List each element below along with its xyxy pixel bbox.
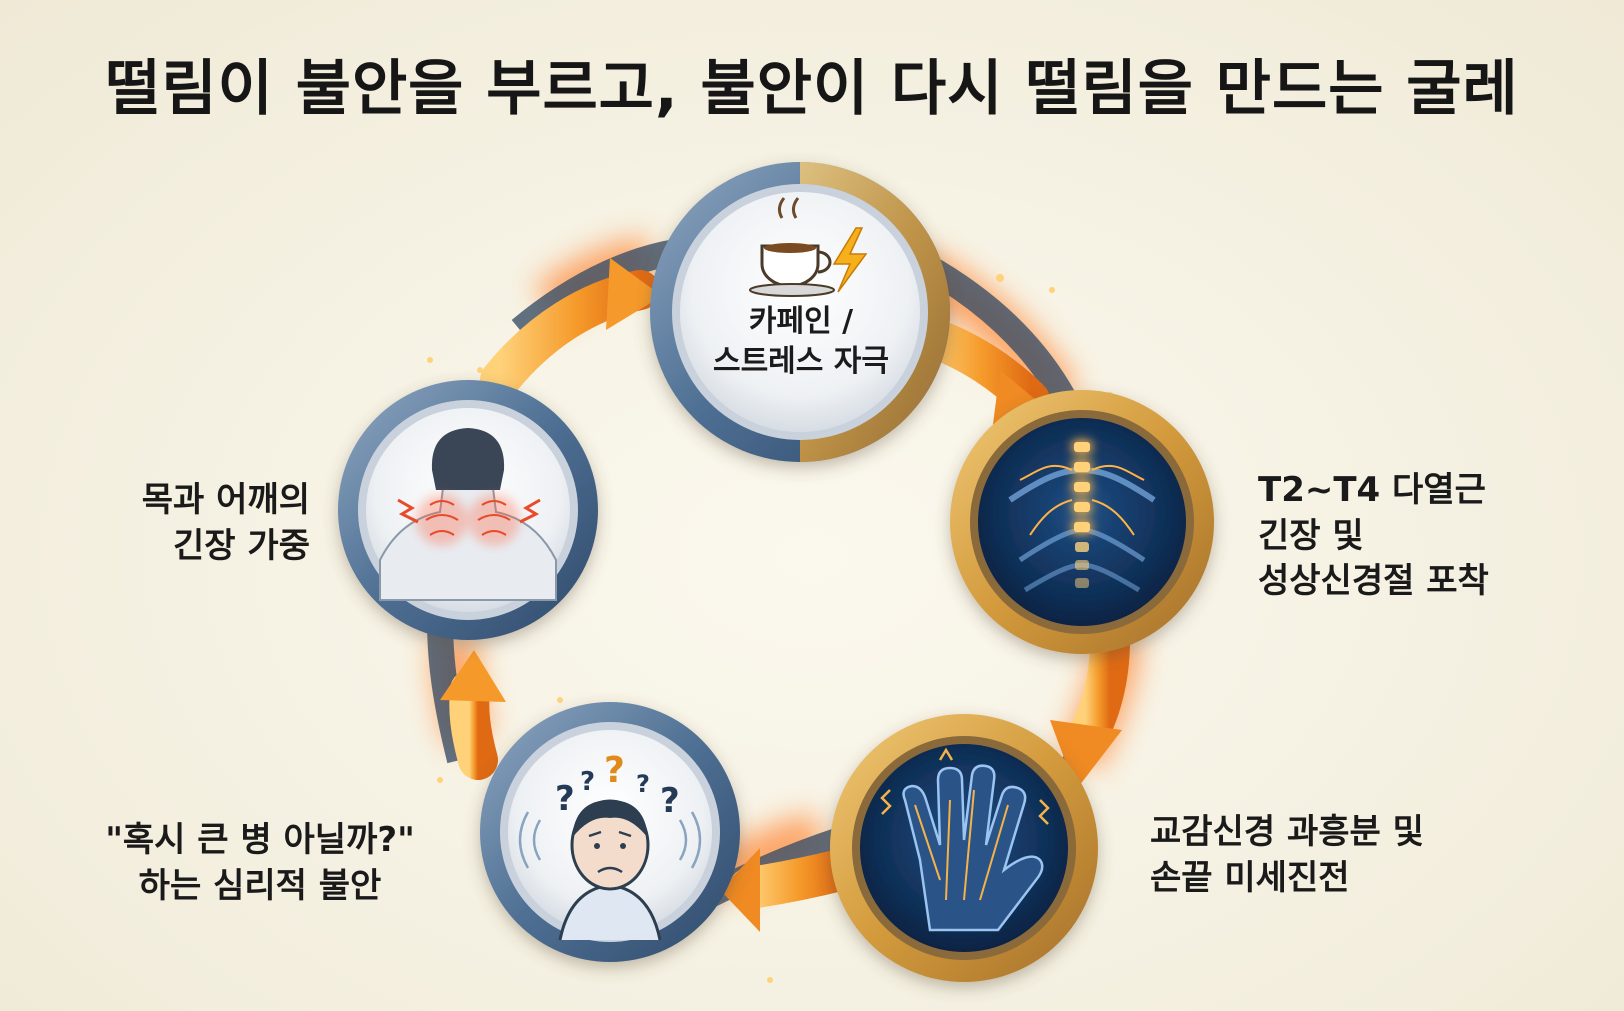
arrow-anxiety-to-neck [440,650,506,780]
node-trigger-label: 카페인 / 스트레스 자극 [712,304,890,379]
page-title: 떨림이 불안을 부르고, 불안이 다시 떨림을 만드는 굴레 [105,54,1519,124]
label-hand: 교감신경 과흥분 및 손끝 미세진전 [1150,812,1424,898]
node-trigger [650,162,950,462]
arrow-hand-to-anxiety [720,848,861,932]
label-anxiety: "혹시 큰 병 아닐까?" 하는 심리적 불안 [105,820,415,906]
label-spine: T2~T4 다열근 긴장 및 성상신경절 포착 [1258,470,1489,602]
neck-shoulder-pain-icon [379,428,557,601]
svg-text:?: ? [660,781,680,821]
svg-text:?: ? [604,750,625,791]
svg-text:?: ? [555,779,575,819]
spine-nerve-icon [1008,440,1156,593]
coffee-cup-lightning-icon [749,197,868,297]
svg-text:?: ? [636,770,650,798]
arrow-spine-to-hand [1050,620,1130,790]
label-neck: 목과 어깨의 긴장 가중 [141,480,310,566]
trembling-hand-icon [880,747,1050,932]
worried-face-question-icon: ? ? ? ? ? [518,750,702,941]
svg-text:?: ? [580,767,595,797]
arrow-neck-to-trigger [480,258,662,400]
